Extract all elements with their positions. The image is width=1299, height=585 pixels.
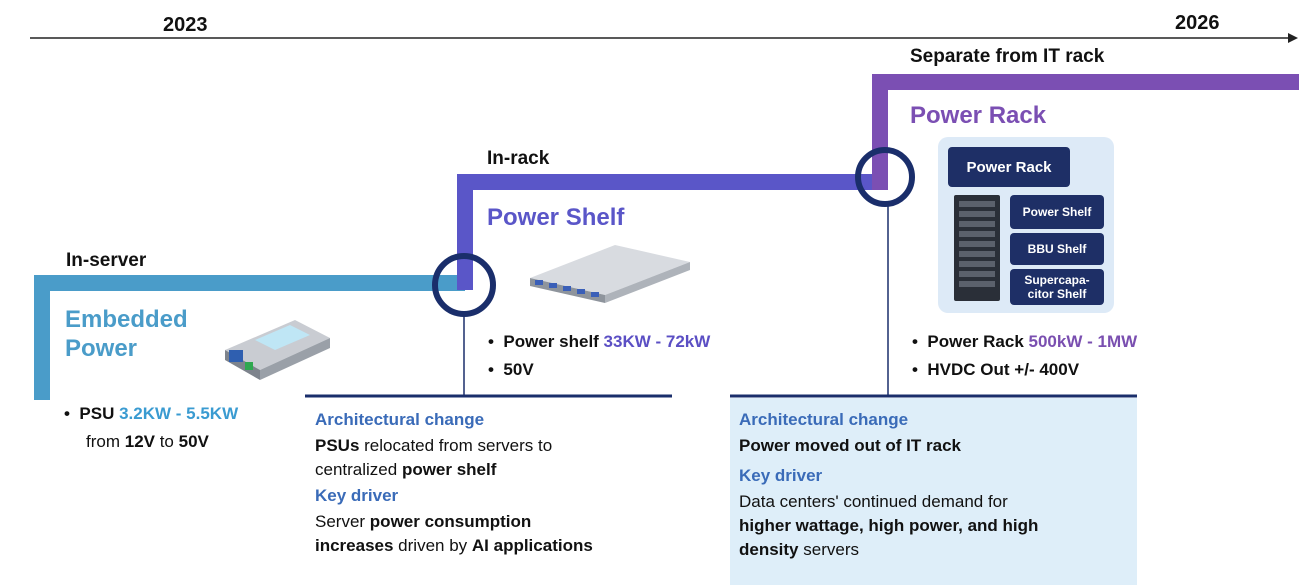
- stage3-bullet-power: • Power Rack 500kW - 1MW: [912, 332, 1138, 351]
- power-shelf-image: [530, 245, 690, 303]
- stage1-bullet-psu: • PSU 3.2KW - 5.5KW: [64, 404, 239, 423]
- stage3-details: Architectural change Power moved out of …: [739, 410, 1134, 562]
- stage2-arch-change-label: Architectural change: [315, 410, 485, 429]
- stage3-bullet-hvdc: • HVDC Out +/- 400V: [912, 360, 1080, 379]
- timeline-arrowhead-icon: [1288, 33, 1298, 43]
- stage1-title-line1: Embedded: [65, 306, 188, 333]
- transition-circle-2: [855, 147, 915, 207]
- stage1-title-line2: Power: [65, 335, 138, 362]
- stage2-bullet-voltage: • 50V: [488, 360, 534, 379]
- rack-diagram-supercapacitor-shelf: Supercapa-citor Shelf: [1010, 269, 1104, 305]
- stage2-arch-change-text: PSUs relocated from servers to centraliz…: [315, 436, 553, 479]
- stage1-title: Embedded Power: [65, 305, 188, 363]
- rack-diagram-power-rack: Power Rack: [948, 147, 1070, 187]
- stage2-key-driver-text: Server power consumption increases drive…: [315, 512, 593, 555]
- stage3-arch-change-label: Architectural change: [739, 410, 909, 429]
- stage1-bullets: • PSU 3.2KW - 5.5KW from 12V to 50V: [64, 400, 238, 456]
- stage2-key-driver-label: Key driver: [315, 486, 399, 505]
- stage2-bullet-power: • Power shelf 33KW - 72kW: [488, 332, 711, 351]
- stage3-path: [872, 74, 1299, 190]
- rack-diagram-bbu-shelf: BBU Shelf: [1010, 233, 1104, 265]
- stage3-location: Separate from IT rack: [910, 46, 1105, 67]
- timeline-end-year: 2026: [1175, 12, 1220, 34]
- rack-diagram: Power Rack Power Shelf BBU Shelf Superca…: [938, 137, 1114, 313]
- rack-cabinet-image: [954, 195, 1000, 301]
- stage3-arch-change-text: Power moved out of IT rack: [739, 436, 961, 455]
- stage3-key-driver-text: Data centers' continued demand for highe…: [739, 492, 1039, 559]
- stage3-bullets: • Power Rack 500kW - 1MW • HVDC Out +/- …: [912, 328, 1137, 384]
- stage2-location: In-rack: [487, 148, 550, 169]
- stage3-key-driver-label: Key driver: [739, 466, 823, 485]
- stage2-title: Power Shelf: [487, 204, 625, 231]
- stage1-location: In-server: [66, 250, 147, 271]
- rack-diagram-power-shelf: Power Shelf: [1010, 195, 1104, 229]
- stage3-detail-panel: [730, 398, 1137, 585]
- stage2-bullets: • Power shelf 33KW - 72kW • 50V: [488, 328, 710, 384]
- psu-image: [225, 320, 330, 380]
- stage3-title: Power Rack: [910, 102, 1047, 129]
- stage1-bullet-voltage: from 12V to 50V: [86, 432, 209, 451]
- timeline-start-year: 2023: [163, 14, 208, 36]
- stage2-details: Architectural change PSUs relocated from…: [315, 410, 675, 558]
- stage1-path: [34, 275, 465, 400]
